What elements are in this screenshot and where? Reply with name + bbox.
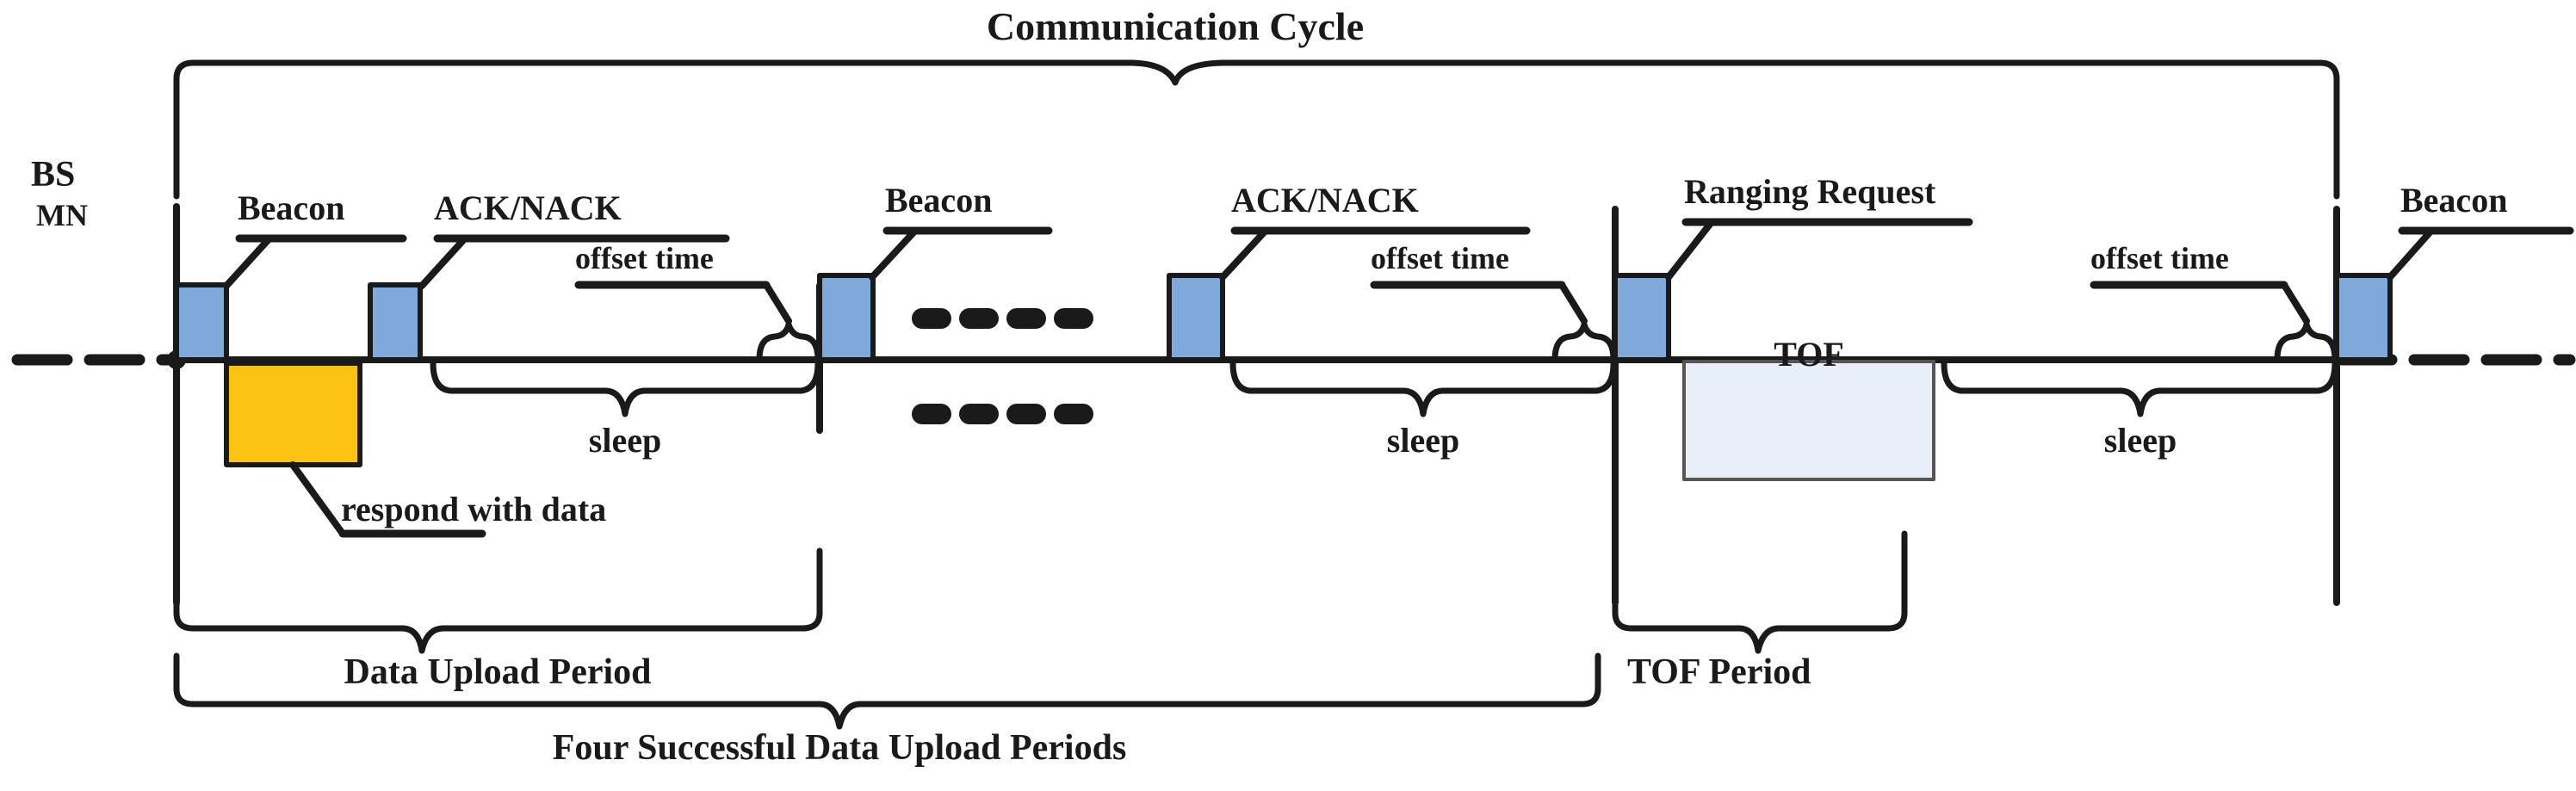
- callout-offset-time-2: offset time: [1371, 241, 1509, 275]
- callout-beacon-2: Beacon: [885, 181, 993, 219]
- label-tof-period: TOF Period: [1627, 652, 1811, 692]
- actor-label-mn: MN: [36, 198, 88, 232]
- ack-box-2[interactable]: [1167, 273, 1225, 362]
- callout-ack-nack-1: ACK/NACK: [434, 188, 622, 227]
- beacon-3-leader: [2387, 227, 2573, 281]
- sleep-brace-2: [1229, 360, 1617, 417]
- tof-period-brace: [1612, 530, 1908, 654]
- offset-time-leader-1: [625, 281, 792, 324]
- data-upload-period-brace: [173, 547, 823, 654]
- ack-box-1[interactable]: [368, 282, 423, 362]
- callout-offset-time-1: offset time: [575, 241, 714, 275]
- ranging-request-leader: [1665, 219, 1972, 281]
- callout-offset-time-3: offset time: [2090, 241, 2229, 275]
- tof-box-label: TOF: [1774, 335, 1844, 374]
- callout-ack-nack-2: ACK/NACK: [1231, 181, 1419, 219]
- callout-respond-with-data: respond with data: [341, 490, 607, 528]
- offset-time-brace-3: [2274, 321, 2338, 363]
- respond-with-data-box[interactable]: [224, 361, 362, 467]
- beacon-box-1[interactable]: [174, 282, 229, 362]
- sleep-brace-1: [430, 360, 821, 417]
- beacon-box-3[interactable]: [2334, 273, 2393, 362]
- communication-cycle-bracket: [173, 59, 1136, 200]
- ranging-box-1[interactable]: [1613, 273, 1671, 362]
- callout-beacon-3: Beacon: [2400, 181, 2508, 219]
- label-data-upload-period: Data Upload Period: [344, 652, 652, 692]
- beacon-box-2[interactable]: [817, 273, 876, 362]
- actor-label-bs: BS: [31, 155, 76, 195]
- tof-box[interactable]: [1682, 360, 1935, 481]
- callout-beacon-1: Beacon: [238, 188, 345, 227]
- callout-ranging-request: Ranging Request: [1684, 172, 1936, 211]
- ellipsis-dashes-upper: [912, 308, 1093, 329]
- beacon-1-leader: [223, 235, 406, 289]
- sleep-label-3: sleep: [2103, 421, 2177, 460]
- sleep-label-1: sleep: [588, 421, 662, 460]
- label-four-successful-periods: Four Successful Data Upload Periods: [552, 728, 1127, 768]
- page-title: Communication Cycle: [986, 4, 1365, 48]
- offset-time-leader-2: [1421, 281, 1588, 324]
- offset-time-brace-1: [756, 321, 821, 363]
- four-successful-brace: [173, 652, 1601, 730]
- communication-cycle-tick: [1129, 59, 1226, 86]
- offset-time-brace-2: [1551, 321, 1617, 363]
- beacon-2-leader: [869, 227, 1052, 281]
- ellipsis-dashes-lower: [912, 404, 1093, 424]
- offset-time-leader-3: [2140, 281, 2310, 324]
- sleep-brace-3: [1941, 360, 2338, 417]
- sleep-label-2: sleep: [1386, 421, 1460, 460]
